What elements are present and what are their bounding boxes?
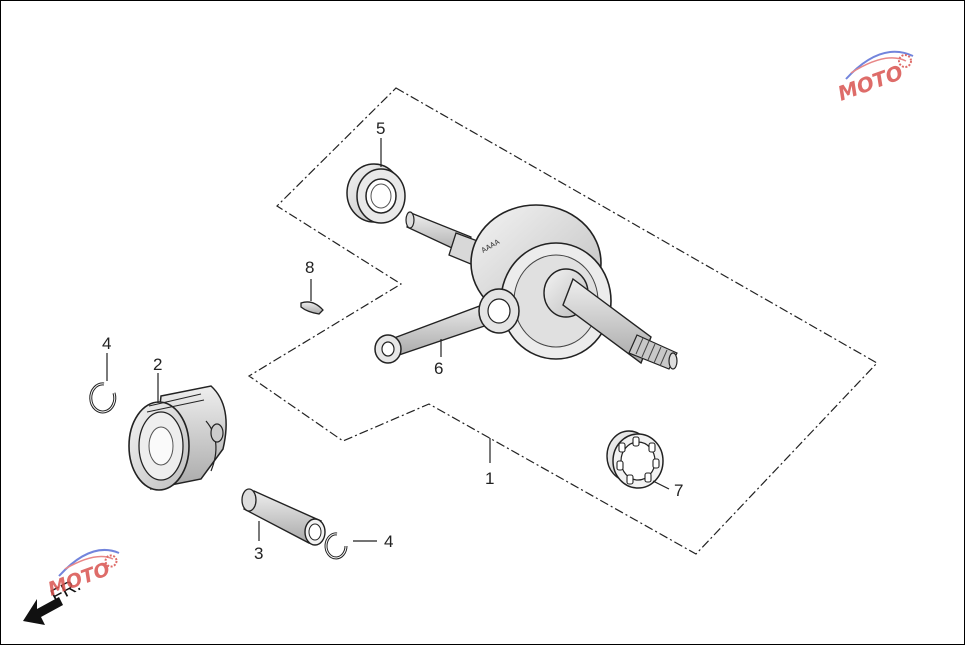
callout-7: 7 bbox=[674, 481, 683, 500]
callout-2: 2 bbox=[153, 355, 162, 374]
gear-icon bbox=[898, 54, 912, 68]
circlip-part-upper bbox=[89, 382, 117, 414]
gear-icon bbox=[104, 554, 118, 568]
callout-8: 8 bbox=[305, 258, 314, 277]
callout-1: 1 bbox=[485, 469, 494, 488]
callout-5: 5 bbox=[376, 119, 385, 138]
watermark-logo-top: MOTO bbox=[835, 60, 907, 106]
bearing-part bbox=[346, 163, 406, 224]
circlip-part-lower bbox=[324, 532, 348, 560]
woodruff-key-part bbox=[300, 301, 324, 315]
piston-pin-part bbox=[241, 488, 326, 546]
needle-bearing-part bbox=[606, 430, 664, 489]
piston-part bbox=[128, 385, 227, 491]
leader-lines bbox=[106, 138, 670, 542]
callout-4b: 4 bbox=[384, 532, 393, 551]
callout-labels: 1 2 3 4 4 5 6 7 8 bbox=[102, 119, 683, 563]
crankshaft-part: AAAA bbox=[374, 204, 678, 370]
assembly-boundary bbox=[247, 87, 878, 555]
watermark-top-right: MOTO bbox=[835, 50, 914, 106]
callout-3: 3 bbox=[254, 544, 263, 563]
callout-6: 6 bbox=[434, 359, 443, 378]
callout-4a: 4 bbox=[102, 334, 111, 353]
front-arrow-icon bbox=[23, 597, 63, 625]
